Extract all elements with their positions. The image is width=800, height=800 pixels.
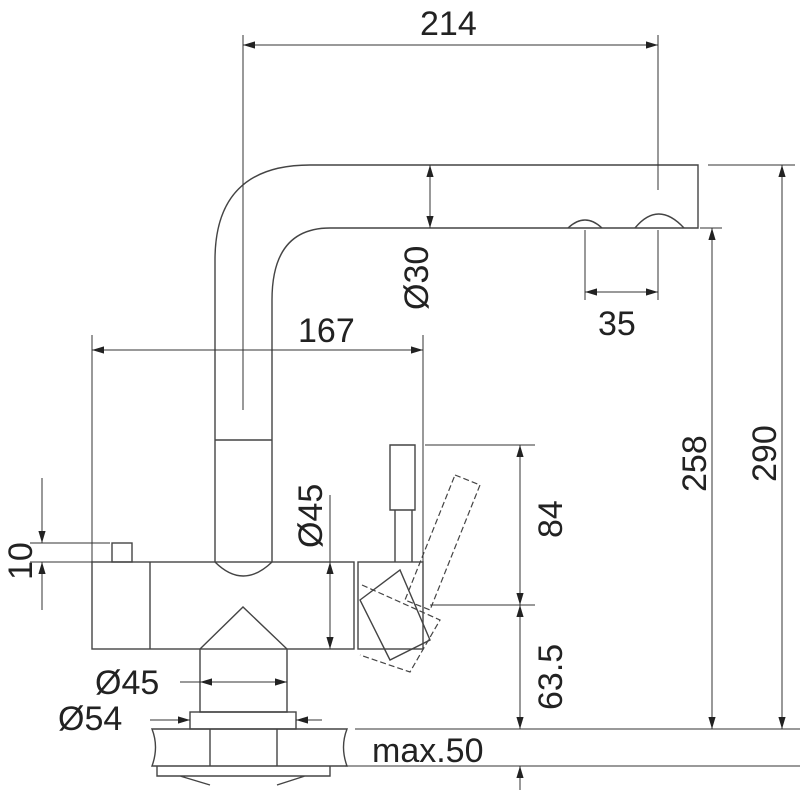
label-lever-height: 84 xyxy=(532,500,570,538)
dimension-labels: 214 167 Ø30 35 258 290 84 63.5 Ø45 10 Ø4… xyxy=(2,5,784,770)
spray-nozzle-1 xyxy=(567,219,603,229)
label-countertop-thickness: max.50 xyxy=(372,732,484,770)
label-spray-offset: 35 xyxy=(598,305,636,343)
label-total-height: 290 xyxy=(746,425,784,482)
spout xyxy=(214,164,699,562)
dimension-lines xyxy=(30,35,800,790)
base-cone xyxy=(199,606,288,713)
label-flange-diameter: Ø54 xyxy=(58,700,122,738)
button xyxy=(111,542,133,563)
flange xyxy=(189,711,297,730)
label-base-diameter: Ø45 xyxy=(95,664,159,702)
label-body-diameter: Ø45 xyxy=(292,484,330,548)
handle-block xyxy=(357,561,424,650)
label-spout-reach: 214 xyxy=(420,5,477,43)
label-button-height: 10 xyxy=(2,542,40,580)
label-body-height: 63.5 xyxy=(532,644,570,710)
countertop xyxy=(150,728,349,767)
label-spout-clearance: 258 xyxy=(676,435,714,492)
lever xyxy=(389,444,416,562)
spray-nozzle-2 xyxy=(634,213,685,229)
label-spout-diameter: Ø30 xyxy=(398,246,436,310)
faucet-outline xyxy=(91,164,699,786)
label-body-width: 167 xyxy=(298,312,355,350)
body xyxy=(91,561,355,650)
